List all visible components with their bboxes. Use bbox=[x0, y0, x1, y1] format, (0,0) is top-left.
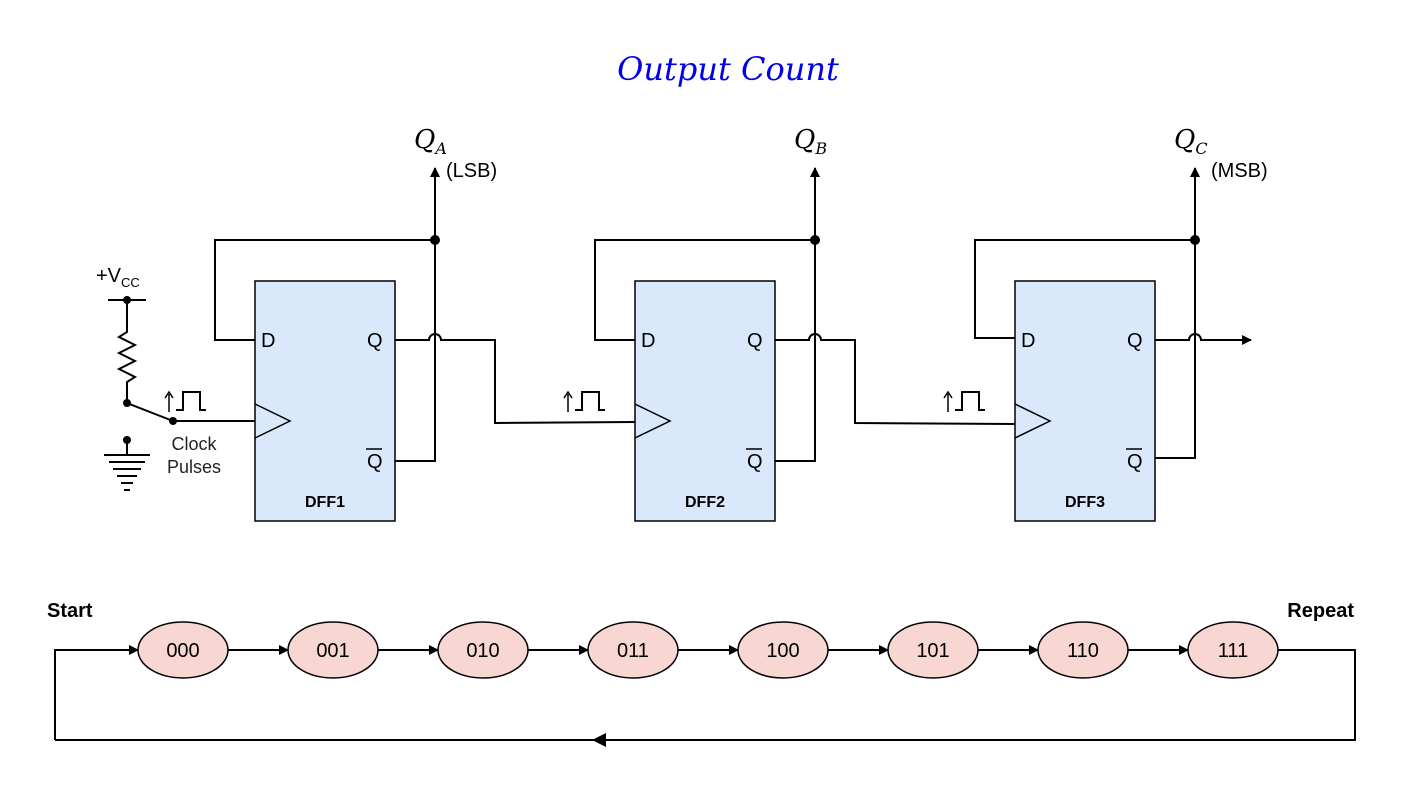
state-label: 001 bbox=[316, 640, 349, 662]
pullup-resistor bbox=[116, 300, 138, 403]
d-input-label: D bbox=[1021, 330, 1035, 352]
qbar-output-label: Q bbox=[367, 451, 383, 473]
d-input-label: D bbox=[641, 330, 655, 352]
dff1-wiring bbox=[214, 167, 636, 462]
state-sequence: 000 001 010 011 100 101 110 111 bbox=[137, 621, 1279, 679]
dff3-wiring bbox=[974, 167, 1252, 459]
clock-label-line2: Pulses bbox=[167, 457, 221, 477]
state-label: 111 bbox=[1218, 640, 1248, 662]
loop-arrowhead bbox=[592, 733, 606, 747]
d-input-label: D bbox=[261, 330, 275, 352]
flipflop-name: DFF3 bbox=[1065, 494, 1105, 511]
flipflop-name: DFF1 bbox=[305, 494, 345, 511]
q-output-label: Q bbox=[747, 330, 763, 352]
clock-pulse-icon bbox=[164, 390, 206, 412]
svg-text:QB: QB bbox=[794, 125, 827, 158]
state-label: 010 bbox=[466, 640, 499, 662]
start-arrow bbox=[54, 645, 139, 740]
state-label: 011 bbox=[617, 640, 649, 662]
clock-label-line1: Clock bbox=[171, 434, 217, 454]
vcc-supply: +VCC bbox=[96, 265, 146, 304]
diagram-title: Output Count bbox=[617, 50, 839, 88]
repeat-loop bbox=[55, 649, 1356, 741]
output-label-qc: QC (MSB) bbox=[1174, 125, 1268, 182]
state-label: 110 bbox=[1067, 640, 1099, 662]
repeat-label: Repeat bbox=[1287, 600, 1354, 622]
start-label: Start bbox=[47, 600, 93, 622]
flipflop-name: DFF2 bbox=[685, 494, 725, 511]
msb-label: (MSB) bbox=[1211, 160, 1268, 182]
output-label-qa: QA (LSB) bbox=[414, 125, 497, 182]
output-label-qb: QB bbox=[794, 125, 827, 158]
lsb-label: (LSB) bbox=[446, 160, 497, 182]
flipflop-dff1: D Q Q DFF1 bbox=[254, 280, 396, 522]
clock-pulse-icon bbox=[943, 390, 985, 412]
clock-pulse-icon bbox=[563, 390, 605, 412]
svg-text:+VCC: +VCC bbox=[96, 265, 140, 290]
svg-text:QC: QC bbox=[1174, 125, 1208, 158]
clock-switch bbox=[126, 402, 174, 422]
flipflop-dff2: D Q Q DFF2 bbox=[634, 280, 776, 522]
qbar-output-label: Q bbox=[1127, 451, 1143, 473]
state-label: 000 bbox=[166, 640, 199, 662]
svg-text:QA: QA bbox=[414, 125, 447, 158]
state-node bbox=[1187, 621, 1279, 679]
q-output-label: Q bbox=[367, 330, 383, 352]
flipflop-dff3: D Q Q DFF3 bbox=[1014, 280, 1156, 522]
qbar-output-label: Q bbox=[747, 451, 763, 473]
ground-symbol bbox=[104, 436, 150, 491]
dff2-wiring bbox=[594, 167, 1016, 462]
state-label: 100 bbox=[766, 640, 799, 662]
state-label: 101 bbox=[916, 640, 949, 662]
q-output-label: Q bbox=[1127, 330, 1143, 352]
